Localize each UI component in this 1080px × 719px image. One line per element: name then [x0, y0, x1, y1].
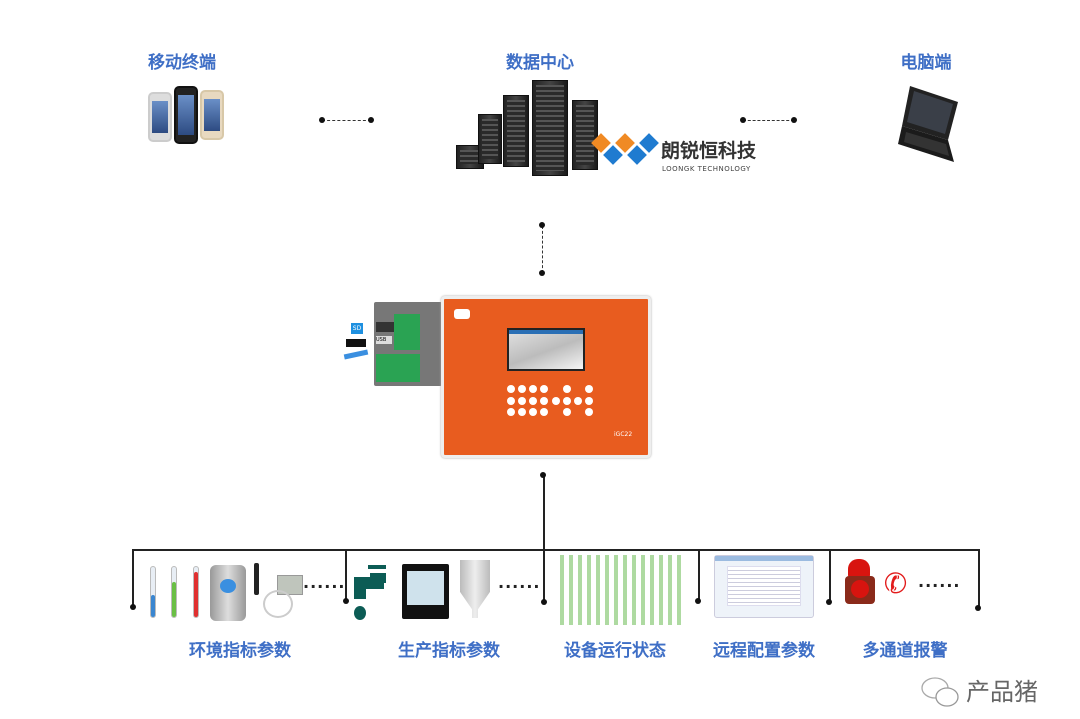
- connector-dot: [343, 598, 349, 604]
- device-side-panel: USB: [374, 302, 442, 386]
- controller-device: iGC22: [441, 296, 651, 458]
- ellipsis: ······: [303, 577, 346, 596]
- branch-line: [345, 549, 347, 601]
- sd-card-icon: SD: [351, 323, 363, 334]
- ellipsis: ······: [918, 576, 961, 595]
- branch-line: [829, 549, 831, 602]
- datacenter-label: 数据中心: [506, 53, 574, 73]
- brand-name-cn: 朗锐恒科技: [661, 140, 757, 162]
- device-screen: [507, 328, 585, 371]
- wechat-icon: [921, 677, 959, 707]
- laptop-icon: [898, 86, 958, 162]
- network-cable-icon: [343, 349, 369, 360]
- branch-line: [132, 549, 134, 607]
- main-bus-horizontal: [132, 549, 979, 551]
- label-device-status: 设备运行状态: [564, 641, 666, 661]
- connector-dot: [740, 117, 746, 123]
- connector-dot: [130, 604, 136, 610]
- connector-dot: [540, 472, 546, 478]
- usb-stick-icon: [346, 339, 366, 347]
- remote-config-window-image: [714, 555, 814, 618]
- label-production: 生产指标参数: [398, 641, 500, 661]
- connector-datacenter: [542, 226, 543, 273]
- connector-dot: [791, 117, 797, 123]
- usb-port-label: USB: [376, 336, 392, 344]
- siren-icon: [848, 559, 870, 577]
- connector-dot: [541, 599, 547, 605]
- pc-label: 电脑端: [900, 53, 952, 73]
- branch-line: [978, 549, 980, 608]
- watermark-text: 产品猪: [966, 678, 1038, 706]
- connector-dot: [368, 117, 374, 123]
- mobile-label: 移动终端: [148, 53, 216, 73]
- connector-dot: [695, 598, 701, 604]
- ellipsis: ······: [498, 577, 541, 596]
- brand-name-en: LOONGK TECHNOLOGY: [662, 165, 751, 173]
- connector-dot: [319, 117, 325, 123]
- phone-icon: ✆: [881, 565, 911, 602]
- connector-dot: [539, 270, 545, 276]
- connector-pc: [743, 120, 794, 121]
- device-status-grid-image: [560, 555, 682, 625]
- connector-dot: [975, 605, 981, 611]
- connector-dot: [539, 222, 545, 228]
- device-model: iGC22: [614, 431, 633, 438]
- connector-dot: [826, 599, 832, 605]
- label-remote-config: 远程配置参数: [713, 641, 815, 661]
- main-bus-vertical: [543, 475, 545, 602]
- connector-mobile: [322, 120, 371, 121]
- branch-line: [698, 549, 700, 601]
- device-logo-icon: [454, 309, 470, 319]
- label-environment: 环境指标参数: [189, 641, 291, 661]
- label-alarm: 多通道报警: [862, 641, 948, 661]
